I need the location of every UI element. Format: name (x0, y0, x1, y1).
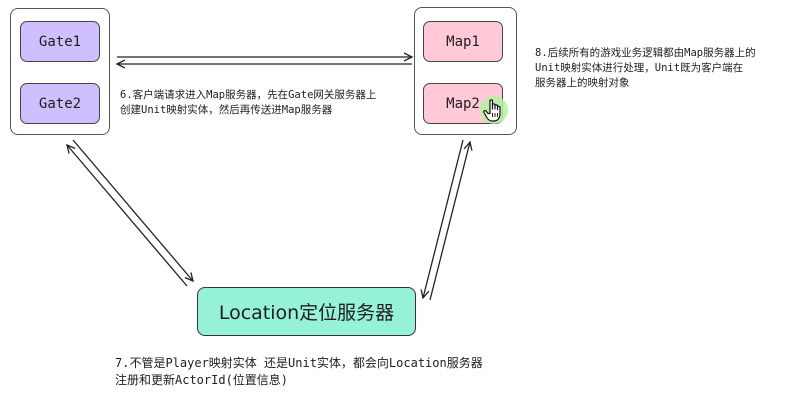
location-label: Location定位服务器 (218, 302, 395, 324)
gate1-label: Gate1 (38, 33, 82, 50)
note-7: 7.不管是Player映射实体 还是Unit实体，都会向Location服务器 … (115, 355, 483, 389)
note-8-line-3: 服务器上的映射对象 (535, 77, 630, 89)
note-8-line-1: 8.后续所有的游戏业务逻辑都由Map服务器上的 (535, 47, 756, 59)
arrow-location-to-map (429, 142, 470, 301)
note-7-line-2: 注册和更新ActorId(位置信息) (115, 373, 289, 387)
gate2-label: Gate2 (38, 95, 82, 112)
note-7-line-1: 7.不管是Player映射实体 还是Unit实体，都会向Location服务器 (115, 356, 483, 370)
note-6-line-1: 6.客户端请求进入Map服务器，先在Gate网关服务器上 (120, 89, 377, 101)
arrow-location-to-gate (67, 145, 188, 287)
gate2-node[interactable]: Gate2 (20, 83, 100, 124)
arrow-gate-to-location (72, 139, 193, 281)
note-6-line-2: 创建Unit映射实体，然后再传送进Map服务器 (120, 104, 333, 116)
note-8-line-2: Unit映射实体进行处理，Unit既为客户端在 (535, 62, 744, 74)
note-8: 8.后续所有的游戏业务逻辑都由Map服务器上的 Unit映射实体进行处理，Uni… (535, 46, 756, 91)
map1-label: Map1 (446, 33, 480, 50)
note-6: 6.客户端请求进入Map服务器，先在Gate网关服务器上 创建Unit映射实体，… (120, 88, 376, 118)
gate1-node[interactable]: Gate1 (20, 21, 100, 62)
hand-pointer-icon (478, 94, 510, 126)
map1-node[interactable]: Map1 (423, 21, 503, 62)
map2-label: Map2 (446, 95, 480, 112)
arrow-map-to-location (423, 139, 464, 298)
location-server-node[interactable]: Location定位服务器 (197, 287, 416, 336)
